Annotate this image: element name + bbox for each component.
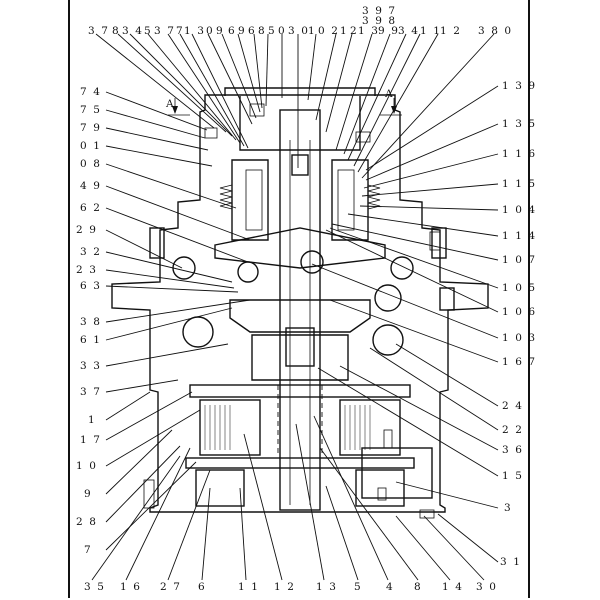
label-135: 1 3 5 (502, 118, 537, 130)
label-32: 3 2 (80, 246, 102, 258)
label-116: 1 1 6 (502, 148, 537, 160)
label-1b-top: 1 (340, 25, 348, 37)
left-labels: 7 4 7 5 7 9 0 1 0 8 4 9 6 2 2 9 3 2 2 3 … (76, 86, 102, 556)
label-10: 1 0 (76, 460, 98, 472)
label-114: 1 1 4 (502, 230, 537, 242)
label-63: 6 3 (80, 280, 102, 292)
label-23: 2 3 (76, 264, 98, 276)
label-13-bottom: 1 3 (316, 581, 338, 593)
bottom-labels: 3 5 1 6 2 7 6 1 1 1 2 1 3 5 4 8 1 4 3 0 (84, 581, 498, 593)
label-62: 6 2 (80, 202, 102, 214)
label-1-top: 1 (308, 25, 316, 37)
label-79: 7 9 (80, 122, 102, 134)
label-36: 3 6 (502, 444, 524, 456)
label-8b-top: 8 (258, 25, 266, 37)
label-8-top: 8 (112, 25, 120, 37)
label-13-top: 1 3 (184, 25, 206, 37)
label-398-top: 3 9 8 (362, 15, 397, 27)
label-6-top: 6 (228, 25, 236, 37)
label-380-top: 3 8 0 (478, 25, 513, 37)
section-mark-left: A (165, 98, 175, 110)
label-397-top: 3 9 7 (362, 5, 397, 17)
label-11-bottom: 1 1 (238, 581, 260, 593)
label-29: 2 9 (76, 224, 98, 236)
label-115: 1 1 5 (502, 178, 537, 190)
label-31: 3 1 (500, 556, 522, 568)
label-08: 0 8 (80, 158, 102, 170)
label-4-bottom: 4 (386, 581, 394, 593)
label-30-top: 3 0 (288, 25, 310, 37)
label-75: 7 5 (80, 104, 102, 116)
label-5b-top: 5 (268, 25, 276, 37)
label-27-bottom: 2 7 (160, 581, 182, 593)
label-01: 0 1 (80, 140, 102, 152)
label-2-top: 2 (350, 25, 358, 37)
label-22: 2 2 (502, 424, 524, 436)
label-61: 6 1 (80, 334, 102, 346)
label-5-bottom: 5 (354, 581, 362, 593)
label-30-bottom: 3 0 (476, 581, 498, 593)
label-24: 2 4 (502, 400, 524, 412)
label-99-top: 9 9 (378, 25, 400, 37)
label-3: 3 (504, 502, 512, 514)
label-17: 1 7 (80, 434, 102, 446)
label-105: 1 0 5 (502, 282, 537, 294)
label-34b-top: 3 4 (398, 25, 420, 37)
label-34-top: 3 4 (122, 25, 144, 37)
label-8-bottom: 8 (414, 581, 422, 593)
label-11-top: 1 1 (420, 25, 442, 37)
label-5-top: 5 (144, 25, 152, 37)
motor-housing (111, 87, 489, 519)
label-167: 1 6 7 (502, 356, 537, 368)
label-104: 1 0 4 (502, 204, 537, 216)
label-02-top: 0 2 (318, 25, 340, 37)
label-1: 1 (88, 414, 96, 426)
label-9-top: 9 (216, 25, 224, 37)
label-9b-top: 9 (238, 25, 246, 37)
top-labels: 3 7 8 3 4 5 3 7 7 1 3 0 9 6 9 6 8 5 0 3 … (88, 5, 513, 37)
section-mark-right: A (384, 88, 394, 100)
label-12-bottom: 1 2 (274, 581, 296, 593)
label-6b-top: 6 (248, 25, 256, 37)
label-37b-top: 3 7 (154, 25, 176, 37)
label-37: 3 7 (80, 386, 102, 398)
label-107: 1 0 7 (502, 254, 537, 266)
label-13b-top: 1 3 (358, 25, 380, 37)
label-0b-top: 0 (278, 25, 286, 37)
drawing-frame (68, 0, 530, 598)
label-35-bottom: 3 5 (84, 581, 106, 593)
label-28: 2 8 (76, 516, 98, 528)
label-9: 9 (84, 488, 92, 500)
label-7: 7 (84, 544, 92, 556)
label-0-top: 0 (206, 25, 214, 37)
label-74: 7 4 (80, 86, 102, 98)
label-37-top: 3 7 (88, 25, 110, 37)
label-15: 1 5 (502, 470, 524, 482)
label-33: 3 3 (80, 360, 102, 372)
label-16-bottom: 1 6 (120, 581, 142, 593)
right-labels: 1 3 9 1 3 5 1 1 6 1 1 5 1 0 4 1 1 4 1 0 … (500, 80, 537, 568)
label-106: 1 0 6 (502, 306, 537, 318)
label-7-top: 7 (176, 25, 184, 37)
label-38: 3 8 (80, 316, 102, 328)
label-6-bottom: 6 (198, 581, 206, 593)
leader-lines (91, 33, 499, 581)
label-49: 4 9 (80, 180, 102, 192)
label-14-bottom: 1 4 (442, 581, 464, 593)
label-139: 1 3 9 (502, 80, 537, 92)
label-103: 1 0 3 (502, 332, 537, 344)
label-12-top: 1 2 (440, 25, 462, 37)
